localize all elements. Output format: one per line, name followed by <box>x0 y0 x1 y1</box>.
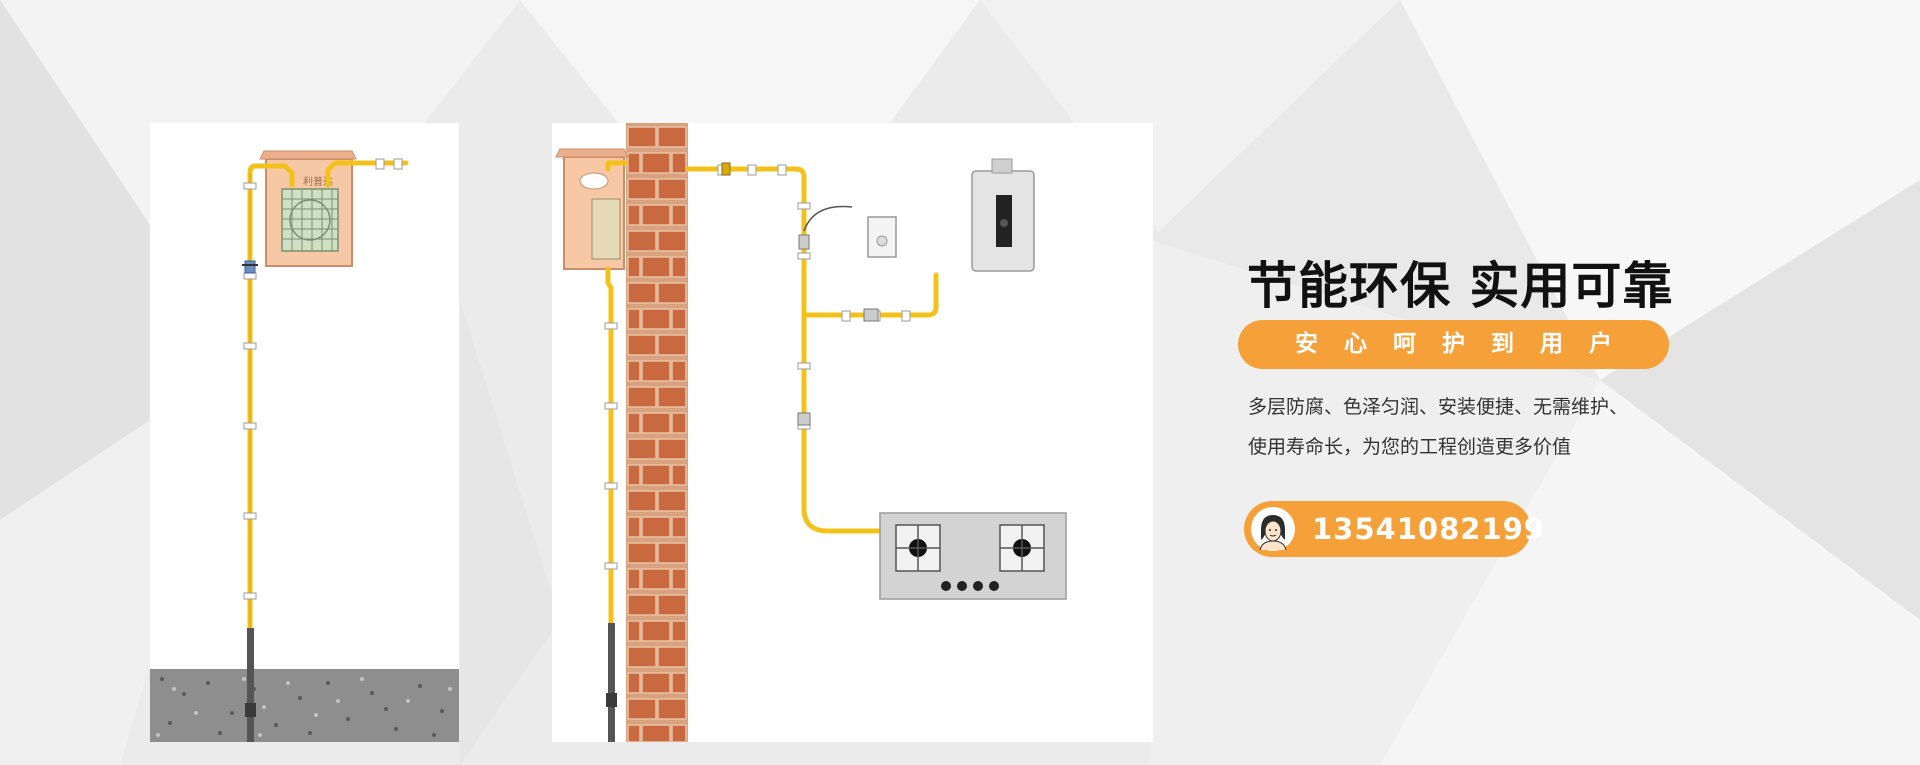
subheadline-pill: 安心呵护到用户 <box>1238 320 1669 369</box>
riser-pipe-diagram: 利普达 <box>150 150 459 742</box>
description-line-1: 多层防腐、色泽匀润、安装便捷、无需维护、 <box>1248 396 1629 418</box>
customer-service-avatar-icon <box>1251 507 1295 551</box>
kitchen-gas-illustration <box>552 123 1153 742</box>
description-line-2: 使用寿命长，为您的工程创造更多价值 <box>1248 436 1572 458</box>
phone-number: 13541082199 <box>1312 512 1545 546</box>
headline: 节能环保 实用可靠 <box>1247 257 1674 315</box>
outdoor-riser-illustration: 利普达 <box>150 123 459 742</box>
phone-contact-button[interactable]: 13541082199 <box>1244 501 1544 557</box>
kitchen-piping-diagram <box>555 123 1067 742</box>
